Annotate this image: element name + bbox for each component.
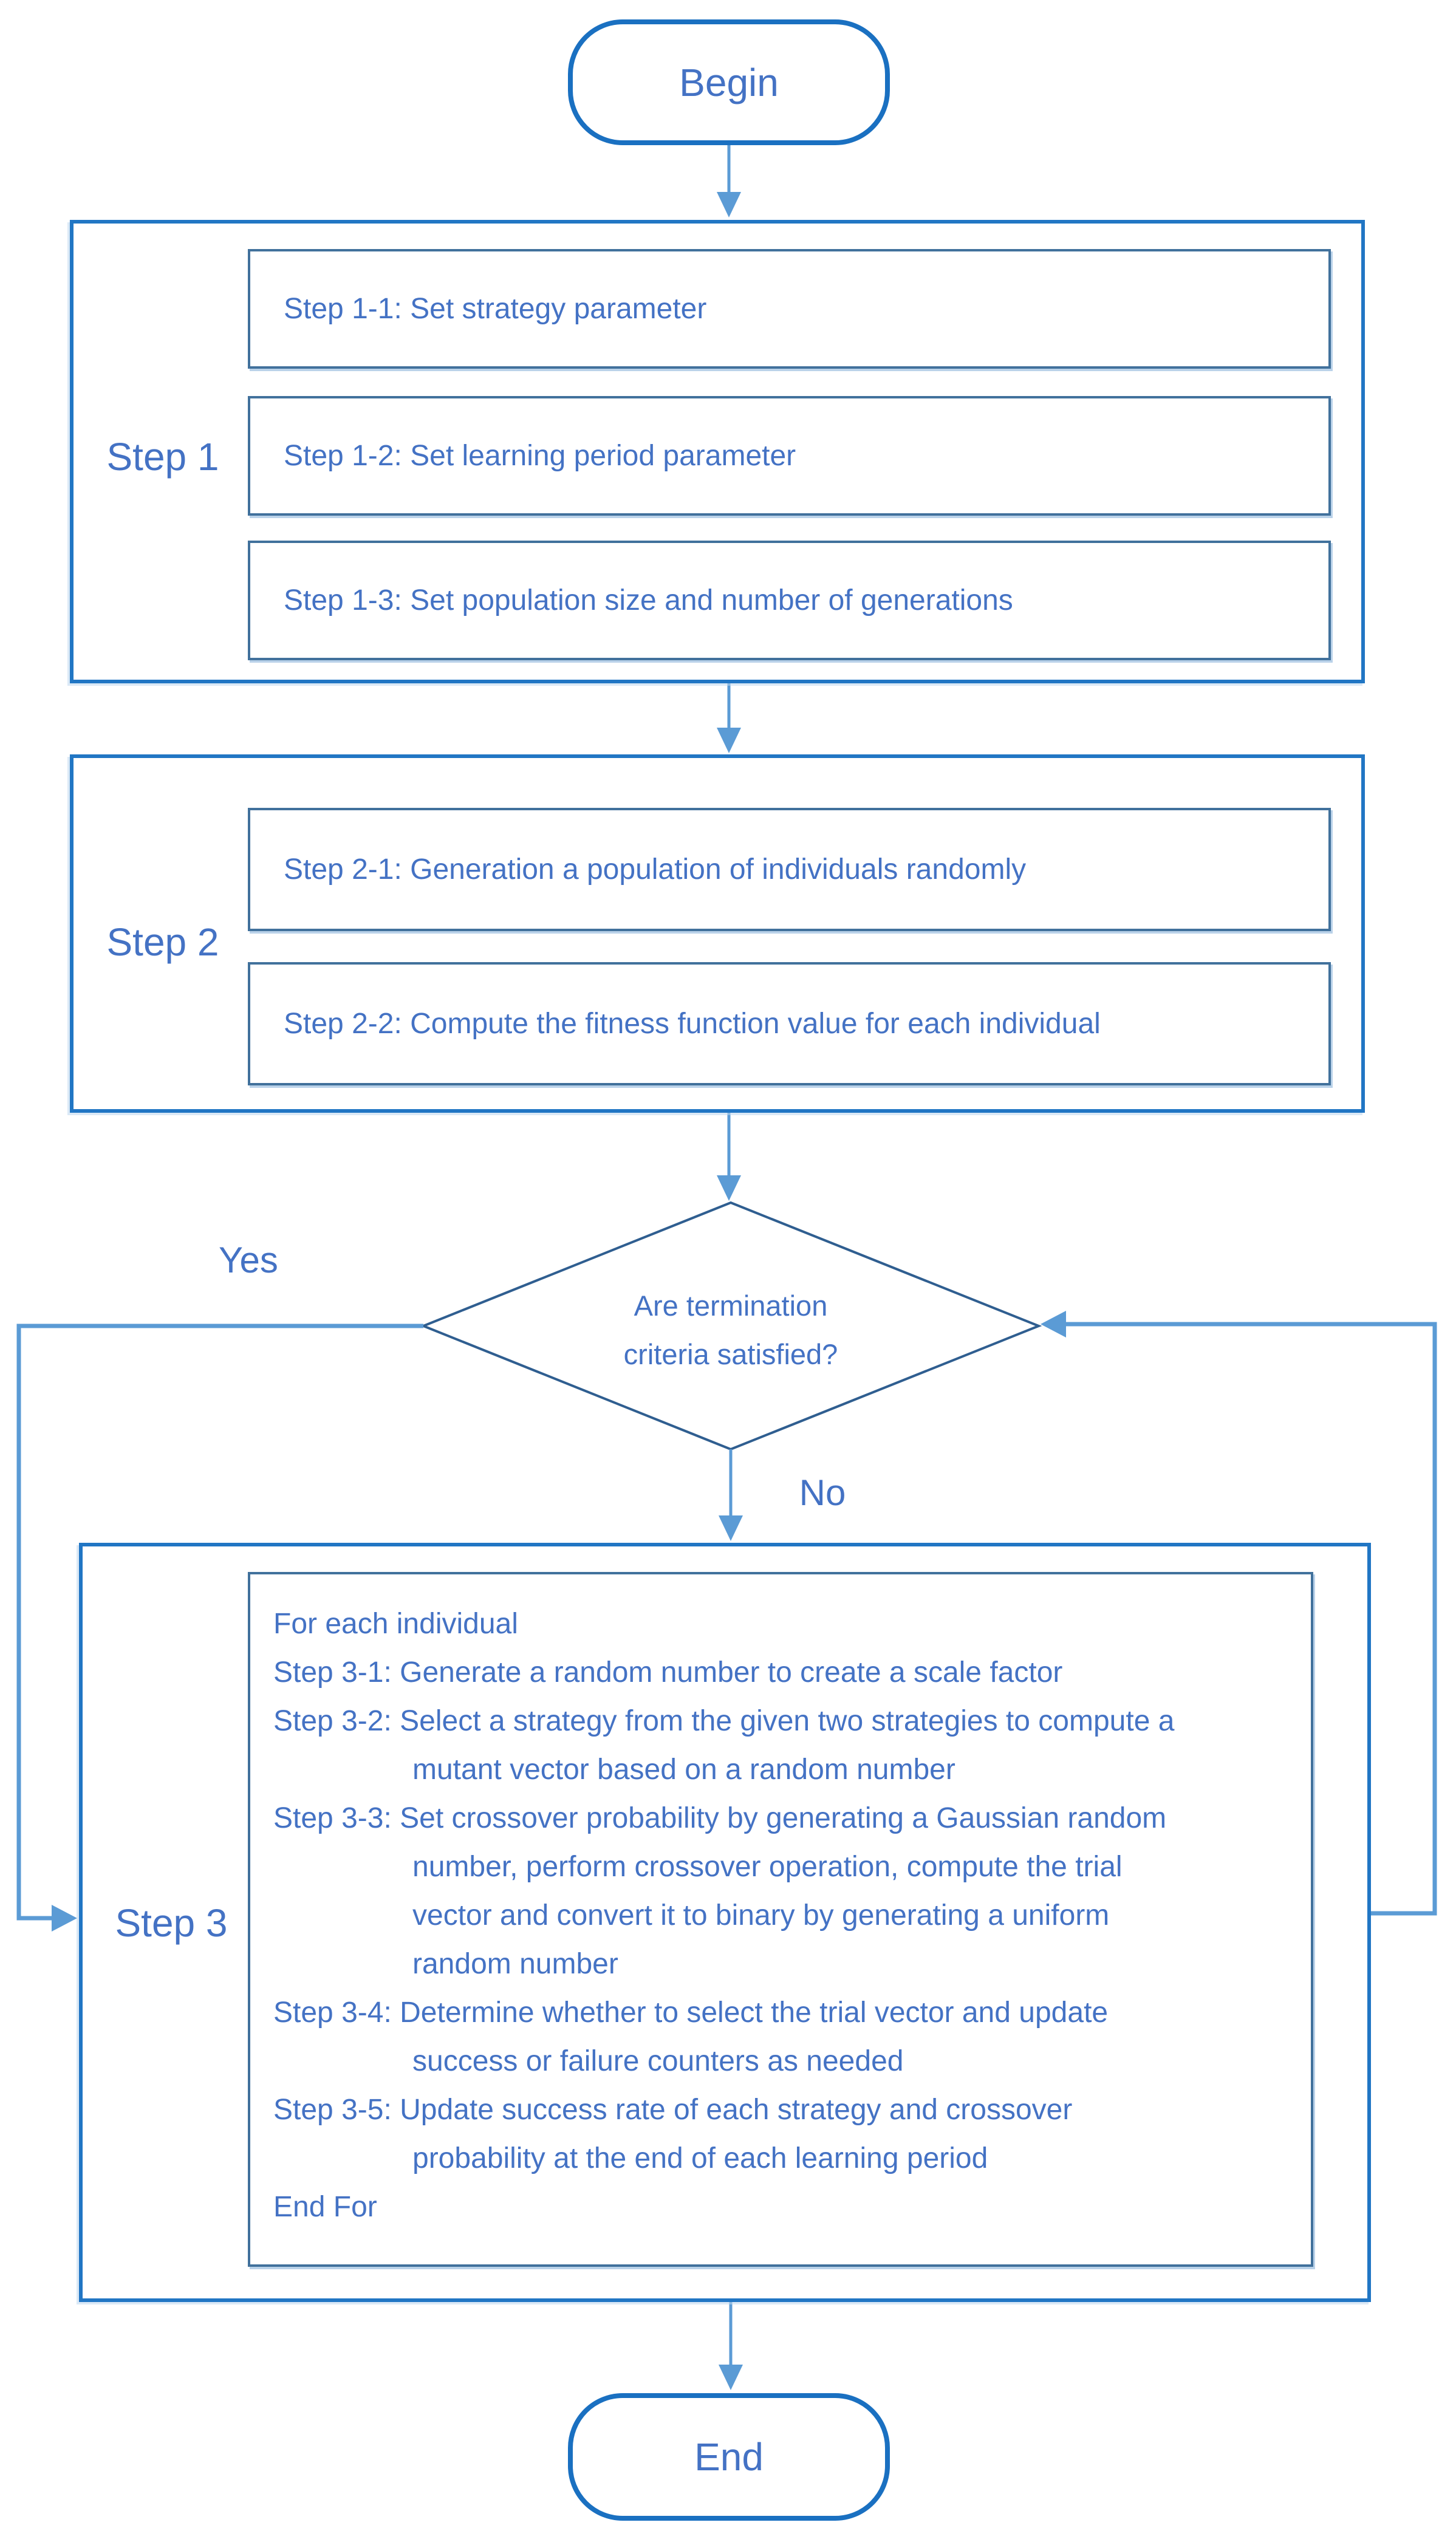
- step1-3-box: Step 1-3: Set population size and number…: [248, 541, 1331, 660]
- yes-branch-line: [16, 1324, 423, 1921]
- step3-line: vector and convert it to binary by gener…: [412, 1899, 1110, 1932]
- decision-text: Are termination criteria satisfied?: [549, 1282, 913, 1379]
- step3-line: Step 3-5: Update success rate of each st…: [273, 2094, 1073, 2126]
- step3-line: number, perform crossover operation, com…: [412, 1851, 1123, 1883]
- step1-1-box: Step 1-1: Set strategy parameter: [248, 249, 1331, 369]
- begin-label: Begin: [679, 60, 779, 104]
- arrowhead-step3-end: [719, 2365, 743, 2390]
- step1-3-text: Step 1-3: Set population size and number…: [284, 584, 1013, 617]
- begin-node: Begin: [568, 19, 890, 145]
- step1-2-text: Step 1-2: Set learning period parameter: [284, 440, 796, 472]
- step1-label: Step 1: [106, 435, 219, 479]
- step3-line: Step 3-3: Set crossover probability by g…: [273, 1802, 1167, 1834]
- step3-line: Step 3-4: Determine whether to select th…: [273, 1997, 1109, 2029]
- step2-label: Step 2: [106, 920, 219, 964]
- yes-branch-label: Yes: [219, 1240, 278, 1280]
- arrowhead-begin-step1: [717, 192, 741, 217]
- no-branch-label: No: [799, 1472, 846, 1513]
- arrowhead-step2-decision: [717, 1175, 741, 1201]
- step3-line: probability at the end of each learning …: [412, 2142, 988, 2174]
- step2-2-text: Step 2-2: Compute the fitness function v…: [284, 1008, 1101, 1040]
- end-label: End: [694, 2435, 764, 2479]
- step2-2-box: Step 2-2: Compute the fitness function v…: [248, 962, 1331, 1085]
- step2-1-text: Step 2-1: Generation a population of ind…: [284, 853, 1027, 886]
- step2-1-box: Step 2-1: Generation a population of ind…: [248, 808, 1331, 931]
- arrowhead-yes-branch: [52, 1905, 77, 1932]
- step3-line: Step 3-1: Generate a random number to cr…: [273, 1656, 1063, 1689]
- decision-line2: criteria satisfied?: [623, 1338, 838, 1370]
- decision-line1: Are termination: [634, 1290, 828, 1322]
- step1-2-box: Step 1-2: Set learning period parameter: [248, 396, 1331, 516]
- arrowhead-loopback: [1041, 1311, 1066, 1337]
- step3-line: success or failure counters as needed: [412, 2045, 904, 2077]
- arrowhead-no-branch: [719, 1515, 743, 1541]
- end-node: End: [568, 2393, 890, 2521]
- arrowhead-step1-step2: [717, 728, 741, 753]
- step3-line: mutant vector based on a random number: [412, 1754, 955, 1786]
- loopback-line: [1062, 1322, 1437, 1916]
- step3-line: For each individual: [273, 1608, 518, 1640]
- step1-1-text: Step 1-1: Set strategy parameter: [284, 293, 707, 325]
- step3-line: Step 3-2: Select a strategy from the giv…: [273, 1705, 1175, 1737]
- step3-box: For each individual Step 3-1: Generate a…: [248, 1572, 1313, 2267]
- step3-label: Step 3: [115, 1901, 228, 1945]
- step3-line: End For: [273, 2191, 377, 2223]
- step3-line: random number: [412, 1948, 618, 1980]
